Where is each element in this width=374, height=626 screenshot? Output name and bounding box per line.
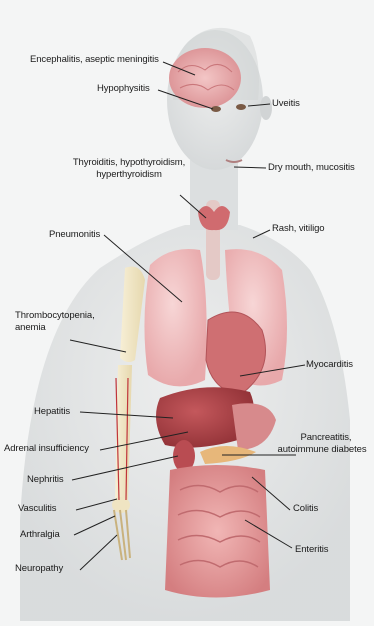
label-pancreatitis-line2: autoimmune diabetes bbox=[272, 444, 372, 456]
label-thyroiditis-line2: hyperthyroidism bbox=[47, 169, 211, 181]
label-pancreatitis-line1: Pancreatitis, bbox=[282, 432, 370, 444]
intestines-illustration bbox=[165, 465, 270, 598]
label-encephalitis: Encephalitis, aseptic meningitis bbox=[30, 54, 159, 66]
label-thrombocytopenia-line2: anemia bbox=[15, 322, 46, 334]
label-enteritis: Enteritis bbox=[295, 544, 328, 556]
label-adrenal: Adrenal insufficiency bbox=[4, 443, 89, 455]
label-neuropathy: Neuropathy bbox=[15, 563, 63, 575]
label-thyroiditis-line1: Thyroiditis, hypothyroidism, bbox=[47, 157, 211, 169]
label-uveitis: Uveitis bbox=[272, 98, 300, 110]
label-vasculitis: Vasculitis bbox=[18, 503, 56, 515]
brain-illustration bbox=[169, 48, 241, 108]
label-dry-mouth: Dry mouth, mucositis bbox=[268, 162, 355, 174]
label-pneumonitis: Pneumonitis bbox=[49, 229, 100, 241]
label-nephritis: Nephritis bbox=[27, 474, 64, 486]
label-hepatitis: Hepatitis bbox=[34, 406, 70, 418]
label-arthralgia: Arthralgia bbox=[20, 529, 60, 541]
label-colitis: Colitis bbox=[293, 503, 318, 515]
label-rash: Rash, vitiligo bbox=[272, 223, 324, 235]
label-thrombocytopenia-line1: Thrombocytopenia, bbox=[15, 310, 95, 322]
label-hypophysitis: Hypophysitis bbox=[97, 83, 150, 95]
label-myocarditis: Myocarditis bbox=[306, 359, 353, 371]
